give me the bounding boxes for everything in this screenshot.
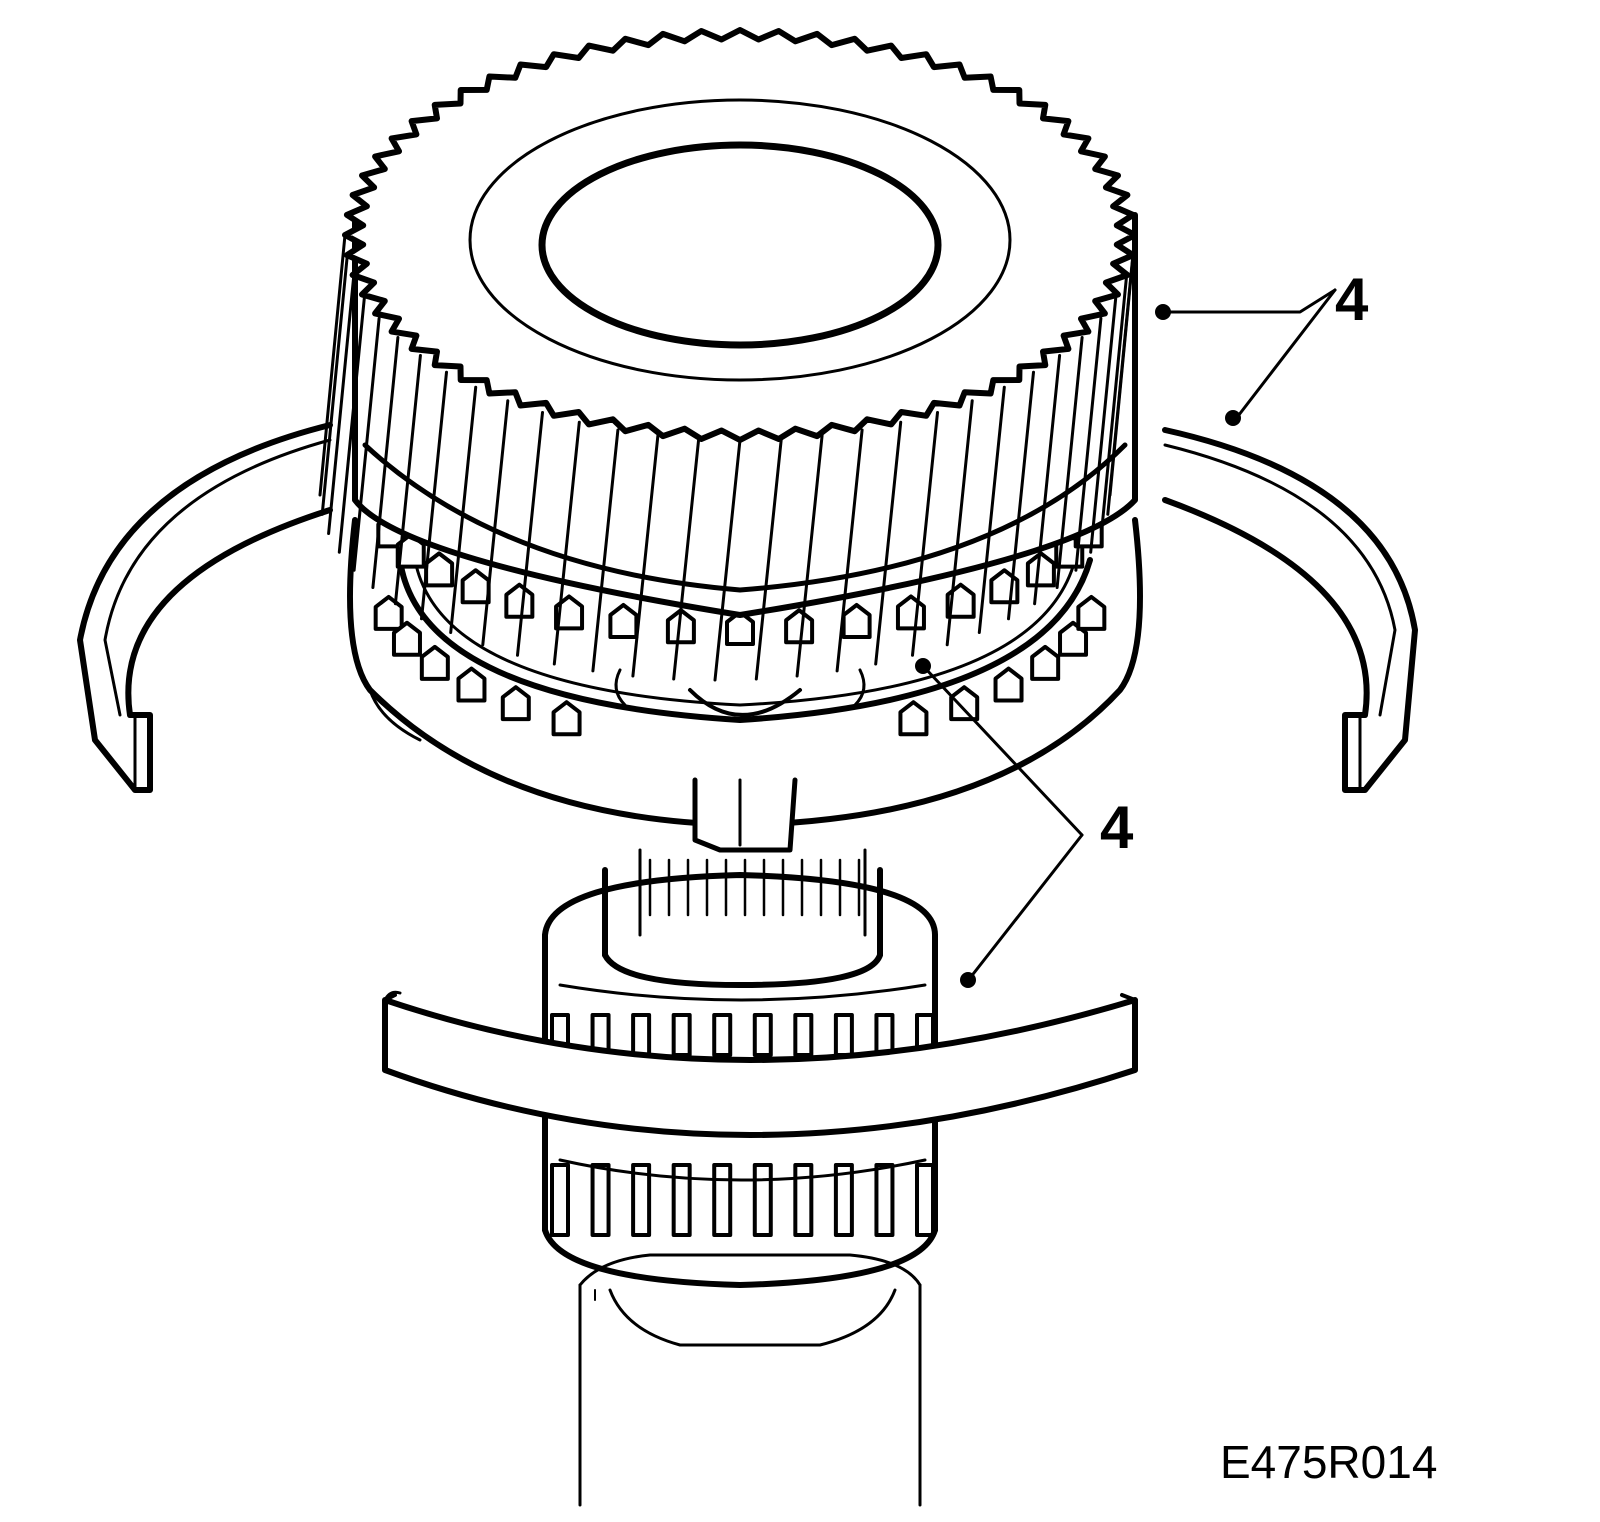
hub-window (752, 1163, 773, 1237)
dog-tooth (551, 700, 582, 737)
hub-window (712, 1013, 733, 1057)
dog-tooth (460, 568, 491, 605)
hub-window (833, 1163, 854, 1237)
callout-number-lower: 4 (1100, 794, 1134, 861)
gear-tooth (911, 411, 939, 657)
dog-tooth (419, 644, 450, 681)
callout-number-upper: 4 (1335, 266, 1369, 333)
dog-tooth (504, 582, 535, 619)
dog-tooth (500, 685, 531, 722)
hub-window (874, 1163, 895, 1237)
helical-gear (318, 27, 1138, 682)
gear-tooth (1033, 354, 1062, 606)
gear-tooth (1007, 370, 1035, 621)
dog-tooth (1030, 644, 1061, 681)
hub-window (590, 1163, 611, 1237)
gear-tooth (754, 437, 783, 681)
hub-window (631, 1163, 652, 1237)
hub-window (631, 1013, 652, 1057)
dog-tooth (895, 594, 926, 631)
dog-tooth (391, 620, 422, 657)
dog-tooth (608, 602, 639, 639)
dog-tooth (373, 594, 404, 631)
hub-window (671, 1013, 692, 1057)
gear-tooth (516, 411, 544, 657)
dog-tooth (993, 666, 1024, 703)
callout-leaders (915, 288, 1337, 988)
thrust-ring-left (77, 422, 333, 793)
dog-tooth (456, 666, 487, 703)
hub-window (550, 1163, 570, 1237)
gear-tooth (318, 233, 347, 497)
hub-window (671, 1163, 692, 1237)
hub-window (752, 1013, 773, 1057)
gear-tooth (591, 428, 620, 673)
hub-window (712, 1163, 733, 1237)
gear-tooth (1099, 276, 1128, 535)
hub-window (793, 1163, 814, 1237)
gear-tooth (320, 254, 349, 516)
hub-window (915, 1163, 935, 1237)
dog-tooth (945, 582, 976, 619)
gear-tooth (1089, 296, 1118, 554)
thrust-ring-right (1162, 427, 1418, 793)
gear-tooth (945, 399, 974, 647)
gear-tooth (631, 434, 660, 678)
spline-shaft (602, 848, 883, 988)
gear-tooth (337, 296, 366, 554)
gear-tooth (327, 276, 356, 535)
gear-tooth (672, 437, 701, 681)
figure-id: E475R014 (1220, 1436, 1437, 1488)
thrust-washer-half-front (382, 990, 1138, 1138)
dog-tooth (784, 608, 815, 645)
dog-tooth (898, 700, 929, 737)
gear-tooth (1074, 316, 1103, 572)
gear-tooth (713, 438, 742, 682)
gear-tooth (795, 434, 824, 678)
gear-tooth (1108, 233, 1137, 497)
gear-tooth (977, 385, 1006, 634)
gear-tooth (552, 420, 581, 666)
gear-tooth (874, 420, 903, 666)
dog-tooth (841, 602, 872, 639)
dog-tooth (1076, 594, 1107, 631)
dog-tooth (949, 685, 980, 722)
shaft (578, 1253, 922, 1507)
dog-tooth (424, 551, 455, 588)
hub-window (793, 1013, 814, 1057)
dog-tooth (1025, 551, 1056, 588)
gear-tooth (481, 399, 510, 647)
gear-tooth (449, 385, 478, 634)
hub-lower-band (542, 1147, 938, 1233)
dog-tooth (554, 594, 585, 631)
dog-tooth (665, 608, 696, 645)
synchronizer-ring (347, 512, 1143, 853)
gear-tooth (1055, 336, 1084, 589)
hub-window (833, 1013, 854, 1057)
gear-tooth (835, 428, 864, 673)
